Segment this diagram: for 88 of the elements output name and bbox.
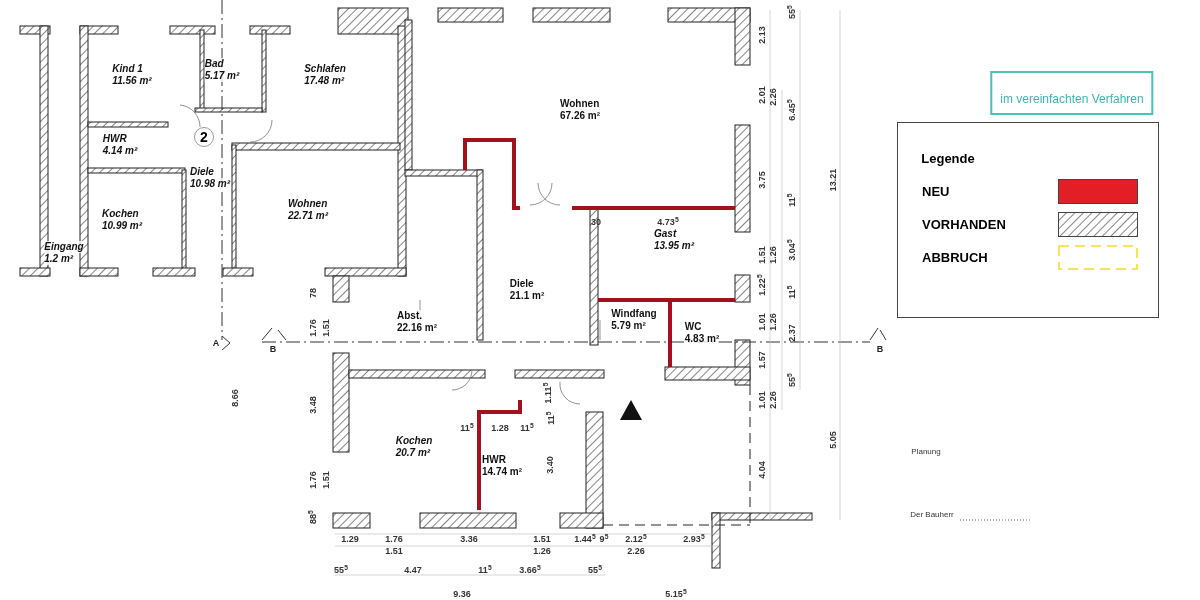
dimension-label: 9$^{5}$: [599, 534, 609, 544]
room-area: 5.17 m²: [204, 70, 240, 82]
section-marker-label: B: [269, 344, 277, 354]
room-name: Abst.: [397, 310, 422, 322]
dimension-label: 8.66: [230, 389, 240, 407]
dimension-label: 1.29: [341, 534, 359, 544]
dimension-label: 3.66$^{5}$: [519, 565, 541, 575]
room-area: 10.99 m²: [102, 220, 142, 232]
room-area: 11.56 m²: [112, 75, 152, 87]
dimension-label: 78: [308, 288, 318, 298]
room-area: 22.71 m²: [288, 210, 328, 222]
room-area: 4.14 m²: [102, 145, 138, 157]
approval-stamp: im vereinfachten Verfahren: [990, 71, 1154, 115]
dimension-label: 4.04: [757, 461, 767, 479]
dimension-label: 11$^{5}$: [478, 565, 492, 575]
dimension-label: 55$^{5}$: [588, 565, 602, 575]
legend-text: NEU: [922, 182, 950, 201]
room-name: Kochen: [395, 435, 433, 447]
room-area: 14.74 m²: [482, 466, 522, 478]
dimension-label: 1.44$^{5}$: [574, 534, 596, 544]
section-marker-label: B: [876, 344, 884, 354]
dimension-label: 4.73$^{5}$: [657, 217, 679, 227]
room-area: 22.16 m²: [397, 322, 437, 334]
dimension-label: 1.51: [757, 246, 767, 264]
room-name: HWR: [102, 133, 127, 145]
dimension-label: 1.01: [757, 313, 767, 331]
room-name: Diele: [509, 278, 534, 290]
dimension-label: 1.51: [385, 546, 403, 556]
dimension-label: 30: [591, 217, 601, 227]
dimension-label: 9.36: [453, 589, 471, 599]
dimension-label: 2.37: [787, 324, 797, 342]
legend-text: ABBRUCH: [922, 248, 988, 267]
room-name: HWR: [482, 454, 506, 466]
room-area: 67.26 m²: [560, 110, 600, 122]
dimension-label: 1.28: [491, 423, 509, 433]
room-name: Bad: [204, 58, 224, 70]
dimension-label: 1.01: [757, 391, 767, 409]
room-area: 21.1 m²: [509, 290, 545, 302]
dimension-label: 1.26: [768, 313, 778, 331]
section-marker-label: A: [212, 338, 220, 348]
dimension-label: 2.26: [627, 546, 645, 556]
dimension-label: 11$^{5}$: [520, 423, 534, 433]
room-area: 4.83 m²: [684, 333, 720, 345]
dimension-label: 2.93$^{5}$: [683, 534, 705, 544]
dimension-label: 3.48: [308, 396, 318, 414]
dimension-label: 5.05: [828, 431, 838, 449]
dimension-label: 1.51: [321, 319, 331, 337]
room-name: Schlafen: [304, 63, 346, 75]
dimension-label: 2.13: [757, 26, 767, 44]
room-area: 20.7 m²: [395, 447, 431, 459]
room-name: Windfang: [611, 308, 657, 320]
dimension-label: 4.47: [404, 565, 422, 575]
dimension-label: 1.76: [308, 319, 318, 337]
signature-caption: Der Bauherr: [910, 511, 954, 519]
room-area: 5.79 m²: [611, 320, 646, 332]
dimension-label: 1.76: [308, 471, 318, 489]
room-area: 13.95 m²: [654, 240, 694, 252]
room-name: Eingang: [44, 241, 84, 253]
legend-text: VORHANDEN: [922, 215, 1006, 234]
dimension-label: 5.15$^{5}$: [665, 589, 687, 599]
room-area: 10.98 m²: [190, 178, 230, 190]
room-name: Gast: [654, 228, 677, 240]
room-name: Diele: [190, 166, 214, 178]
legend-title: Legende: [921, 151, 975, 165]
room-name: Kind 1: [112, 63, 143, 75]
signature-caption: Planung: [911, 448, 941, 456]
dimension-label: 55$^{5}$: [334, 565, 348, 575]
dimension-label: 3.40: [545, 456, 555, 474]
dimension-label: 1.51: [321, 471, 331, 489]
dimension-label: 13.21: [828, 168, 838, 192]
dimension-label: 1.51: [533, 534, 551, 544]
room-area: 1.2 m²: [44, 253, 74, 265]
dimension-label: 2.01: [757, 86, 767, 104]
room-name: Wohnen: [288, 198, 328, 210]
dimension-label: 3.75: [757, 171, 767, 189]
dimension-label: 1.26: [533, 546, 551, 556]
dimension-label: 2.12$^{5}$: [625, 534, 647, 544]
dimension-label: 1.76: [385, 534, 403, 544]
room-name: Wohnen: [560, 98, 600, 110]
dimension-label: 2.26: [768, 88, 778, 106]
dimension-label: 11$^{5}$: [460, 423, 474, 433]
dimension-label: 1.57: [757, 351, 767, 369]
room-area: 17.48 m²: [304, 75, 345, 87]
room-name: Kochen: [102, 208, 139, 220]
dimension-label: 3.36: [460, 534, 478, 544]
room-name: WC: [684, 321, 702, 333]
dimension-label: 2.26: [768, 391, 778, 409]
dimension-label: 1.26: [768, 246, 778, 264]
